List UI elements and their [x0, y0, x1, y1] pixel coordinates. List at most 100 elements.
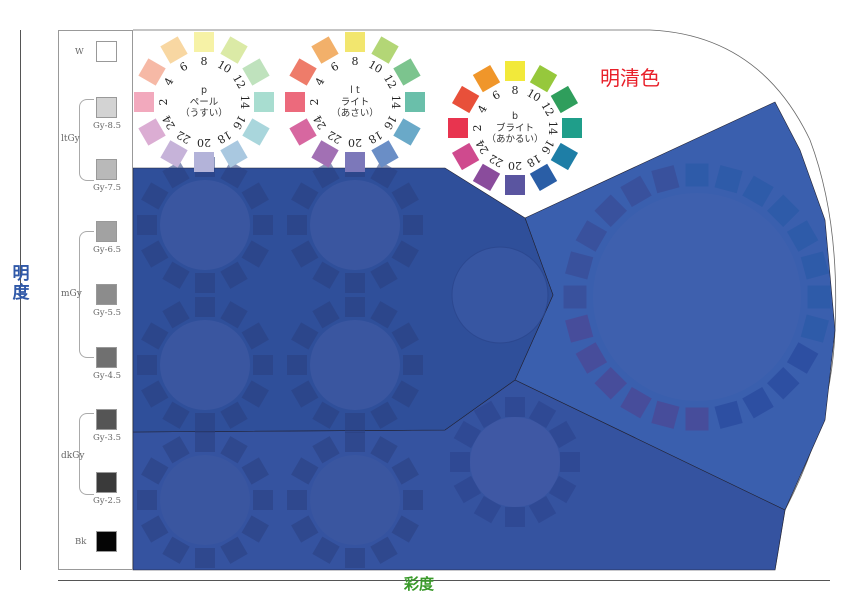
hue-number: 18	[366, 128, 385, 146]
hue-swatch	[405, 92, 425, 112]
hue-swatch	[528, 400, 557, 429]
hue-swatch	[291, 380, 319, 408]
hue-swatch	[345, 152, 365, 172]
tone-name: ブライト	[496, 122, 534, 134]
tone-code: l t	[350, 85, 360, 96]
hue-swatch	[291, 515, 319, 543]
dark-tone-wheel	[287, 432, 423, 568]
hue-swatch	[529, 64, 558, 93]
gray-swatch	[96, 531, 117, 552]
hue-swatch	[311, 140, 339, 168]
wheel-center-disc	[310, 320, 400, 410]
hue-number: 22	[325, 128, 344, 146]
hue-number: 4	[475, 103, 490, 116]
hue-swatch	[370, 436, 398, 464]
hue-swatch	[548, 420, 577, 449]
hue-swatch	[291, 240, 319, 268]
hue-swatch	[253, 355, 273, 375]
hue-swatch	[767, 194, 800, 227]
hue-swatch	[714, 400, 743, 429]
tone-name: ペール	[190, 97, 219, 108]
hue-swatch	[562, 118, 582, 138]
hue-number: 6	[177, 60, 190, 75]
hue-swatch	[220, 261, 248, 289]
hue-swatch	[241, 240, 269, 268]
gray-swatch	[96, 347, 117, 368]
hue-swatch	[162, 401, 190, 429]
hue-number: 14	[389, 95, 402, 109]
hue-swatch	[241, 457, 269, 485]
hue-swatch	[220, 161, 248, 189]
gray-swatch-label: Gy-3.5	[93, 433, 121, 443]
hue-swatch	[505, 397, 525, 417]
hue-number: 10	[524, 86, 543, 104]
hue-swatch	[529, 163, 558, 192]
hue-swatch	[287, 490, 307, 510]
gray-group-label: mGy	[61, 289, 82, 299]
hue-swatch	[138, 58, 166, 86]
gray-swatch-label: Gy-7.5	[93, 183, 121, 193]
hue-swatch	[391, 457, 419, 485]
deep-tone-wheel	[450, 397, 580, 527]
hue-number: 14	[546, 121, 559, 135]
hue-swatch	[345, 432, 365, 452]
hue-swatch	[195, 273, 215, 293]
hue-number: 12	[230, 72, 248, 91]
hue-swatch	[345, 273, 365, 293]
gray-swatch-label: Gy-2.5	[93, 496, 121, 506]
hue-swatch	[370, 261, 398, 289]
hue-swatch	[528, 495, 557, 524]
gray-swatch-label: Gy-4.5	[93, 371, 121, 381]
tone-name: ライト	[341, 97, 370, 108]
hue-swatch	[575, 342, 608, 374]
hue-swatch	[767, 367, 800, 400]
hue-swatch	[220, 401, 248, 429]
hue-swatch	[194, 32, 214, 52]
hue-swatch	[312, 536, 340, 564]
hue-number: 2	[308, 99, 321, 106]
hue-swatch	[253, 215, 273, 235]
hue-swatch	[575, 220, 608, 252]
hue-swatch	[241, 515, 269, 543]
hue-swatch	[370, 401, 398, 429]
wheel-center-disc	[310, 455, 400, 545]
hue-number: 24	[311, 113, 329, 132]
hue-swatch	[391, 380, 419, 408]
hue-swatch	[289, 58, 317, 86]
hue-swatch	[162, 536, 190, 564]
gray-group-bracket	[79, 413, 94, 495]
hue-swatch	[594, 194, 627, 227]
gray-swatch	[96, 409, 117, 430]
hue-swatch	[291, 457, 319, 485]
hue-number: 18	[524, 151, 543, 169]
hue-swatch	[345, 413, 365, 433]
hue-swatch	[391, 240, 419, 268]
gray-swatch	[96, 221, 117, 242]
hue-swatch	[291, 182, 319, 210]
hue-swatch	[194, 152, 214, 172]
hue-number: 14	[238, 95, 251, 109]
hue-swatch	[311, 36, 339, 64]
hue-number: 2	[471, 125, 484, 132]
hue-number: 24	[160, 113, 178, 132]
hue-swatch	[563, 285, 587, 309]
hue-swatch	[289, 118, 317, 146]
wheel-center-disc	[160, 455, 250, 545]
hue-swatch	[370, 301, 398, 329]
hue-swatch	[786, 342, 819, 374]
hue-swatch	[242, 58, 270, 86]
hue-swatch	[371, 140, 399, 168]
hue-swatch	[312, 261, 340, 289]
lightness-axis	[20, 30, 21, 570]
hue-swatch	[312, 301, 340, 329]
tone-code: b	[512, 111, 518, 122]
hue-swatch	[241, 380, 269, 408]
hue-swatch	[560, 452, 580, 472]
hue-swatch	[220, 36, 248, 64]
hue-swatch	[141, 457, 169, 485]
hue-swatch	[651, 165, 680, 194]
hue-number: 4	[313, 75, 328, 88]
hue-swatch	[312, 401, 340, 429]
